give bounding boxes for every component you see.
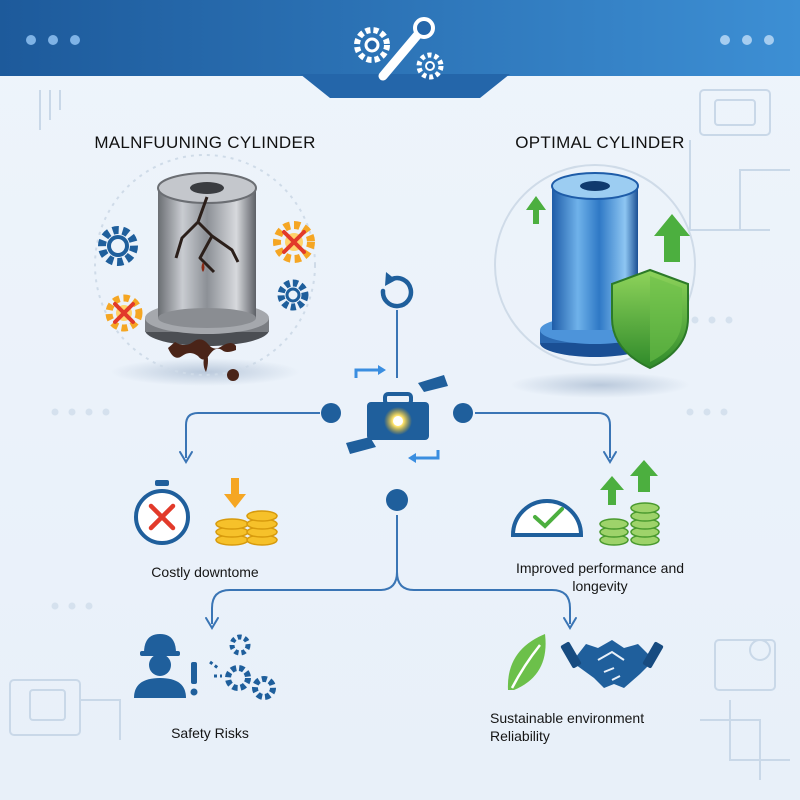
connector-lines — [185, 310, 611, 624]
gears-wrench-icon — [354, 17, 444, 81]
toolbox-hub-icon[interactable] — [346, 365, 448, 463]
worker-warning-icon — [134, 634, 198, 698]
gear-icon — [98, 226, 138, 266]
arrow-up-icon — [526, 196, 546, 224]
menu-dots-right[interactable] — [720, 35, 774, 45]
downtime-caption: Costly downtome — [151, 564, 259, 580]
arrow-up-icon — [654, 214, 690, 262]
growing-coins-icon — [599, 460, 660, 546]
reliability-line: Reliability — [490, 728, 550, 744]
menu-dots-left[interactable] — [26, 35, 80, 45]
gear-icon — [277, 279, 309, 311]
header-banner — [0, 0, 800, 98]
safety-caption: Safety Risks — [171, 725, 249, 741]
performance-caption: Improved performance and longevity — [515, 560, 685, 594]
broken-gear-icon — [105, 294, 143, 332]
decorative-dots — [51, 316, 733, 610]
malfunction-title: MALNFUUNING CYLINDER — [94, 133, 316, 152]
gauge-check-icon — [510, 499, 584, 537]
broken-cylinder-icon — [145, 172, 269, 381]
optimal-title: OPTIMAL CYLINDER — [515, 133, 685, 152]
optimal-panel — [494, 164, 696, 398]
malfunction-panel — [94, 154, 316, 386]
refresh-icon[interactable] — [380, 272, 414, 309]
falling-coins-icon — [215, 478, 278, 546]
broken-gears-icon — [209, 634, 276, 700]
stopwatch-error-icon — [134, 480, 190, 545]
arrowheads — [179, 451, 617, 630]
background-machinery — [9, 89, 790, 780]
broken-gear-icon — [273, 221, 315, 263]
sustainability-line: Sustainable environment — [490, 710, 645, 726]
leaf-icon — [507, 634, 546, 690]
node-dot — [321, 403, 473, 511]
handshake-icon — [560, 640, 664, 688]
shield-check-icon — [611, 268, 689, 370]
sustainability-caption: Sustainable environment Reliability — [490, 709, 690, 745]
